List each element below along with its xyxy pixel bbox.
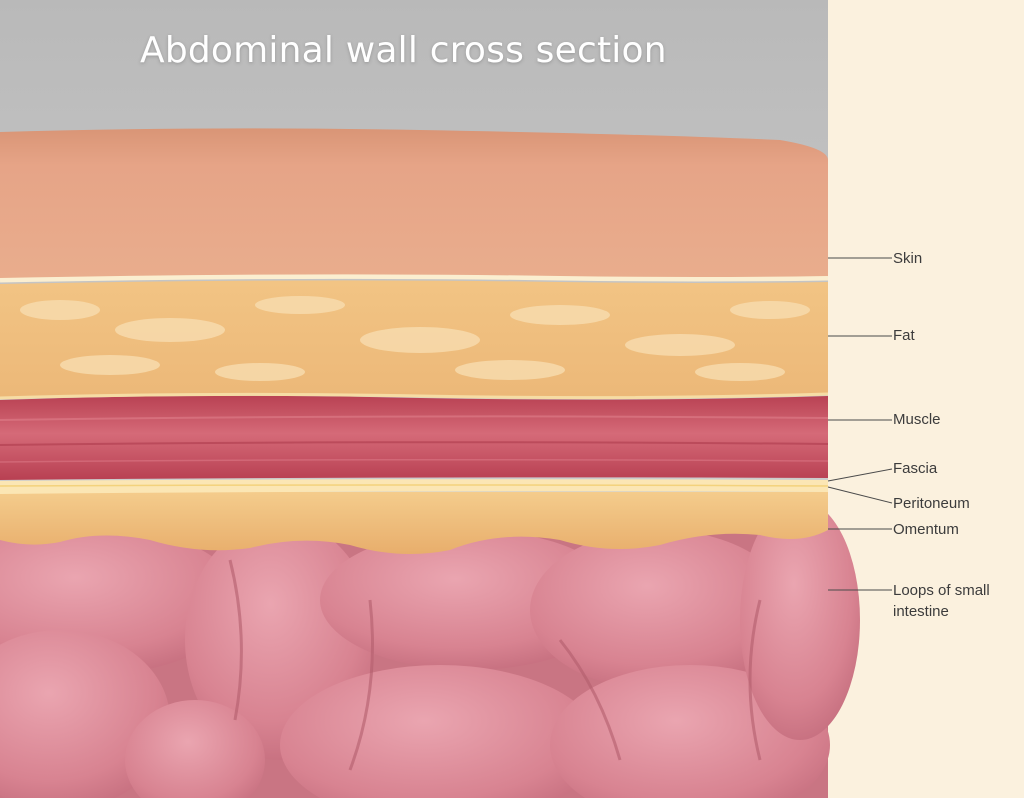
skin-layer [0,128,828,278]
fat-lobules [20,296,810,381]
label-fascia: Fascia [893,460,938,477]
peritoneum-leader-line [827,486,893,504]
diagram-title: Abdominal wall cross section [140,30,667,71]
peritoneum-line [0,484,829,487]
label-skin: Skin [893,250,923,267]
label-fat: Fat [893,327,915,344]
fascia-leader-line [827,468,893,482]
small-intestine-loops [0,500,860,798]
leader-lines [827,257,893,591]
omentum-layer [0,492,828,554]
muscle-layer [0,395,828,480]
label-peritoneum: Peritoneum [893,495,970,512]
label-omentum: Omentum [893,521,959,538]
label-panel [828,0,1024,798]
label-muscle: Muscle [893,411,941,428]
fascia-layer [0,479,828,494]
label-loops-small-intestine: Loops of small [893,582,990,599]
label-loops-small-intestine-line2: intestine [893,603,949,620]
